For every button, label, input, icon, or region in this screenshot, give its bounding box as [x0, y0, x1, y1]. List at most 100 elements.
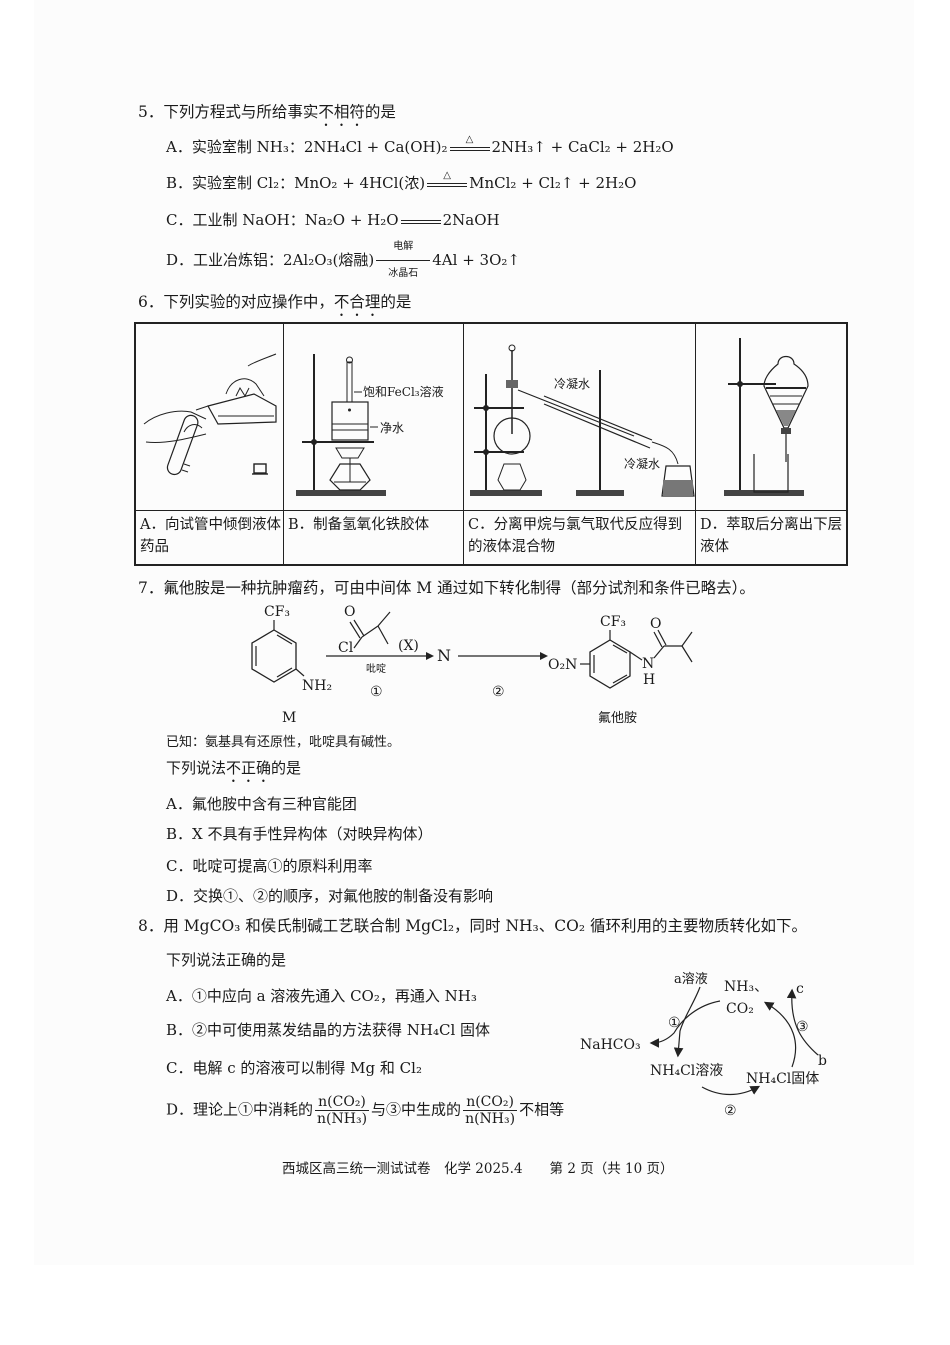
q8-option-a: A．①中应向 a 溶液先通入 CO₂，再通入 NH₃	[166, 987, 477, 1005]
ferric-hydroxide-colloid-apparatus: 饱和FeCl₃溶液 净水	[284, 324, 463, 511]
equals-sign	[449, 147, 490, 151]
product-cf3-label: CF₃	[600, 614, 626, 630]
step2-label: ②	[492, 684, 505, 700]
label-a-solution: a溶液	[674, 972, 708, 987]
q5-stem-tail: 的是	[364, 103, 396, 121]
heat-condition: △	[449, 134, 490, 158]
option-label: D．	[166, 251, 194, 269]
q5-stem-emphasis: 不相符	[318, 103, 365, 121]
equals-sign	[400, 220, 441, 224]
equation-rhs: MnCl₂ + Cl₂↑ + 2H₂O	[469, 174, 637, 192]
q8-option-c: C．电解 c 的溶液可以制得 Mg 和 Cl₂	[166, 1059, 422, 1077]
intermediate-n-label: N	[437, 646, 451, 665]
equation-lhs: 2NH₄Cl + Ca(OH)₂	[303, 138, 448, 156]
q7-ask-text: 下列说法	[166, 759, 227, 777]
q6-experiment-table: A．向试管中倾倒液体药品 饱和FeCl₃溶液	[134, 322, 848, 566]
q6-stem-emphasis: 不合理	[333, 293, 381, 311]
q7-stem: 7．氟他胺是一种抗肿瘤药，可由中间体 M 通过如下转化制得（部分试剂和条件已略去…	[138, 579, 755, 597]
page-footer: 西城区高三统一测试试卷 化学 2025.4 第 2 页（共 10 页）	[282, 1161, 674, 1177]
product-no2-label: O₂N	[548, 657, 577, 673]
q8-option-b: B．②中可使用蒸发结晶的方法获得 NH₄Cl 固体	[166, 1021, 491, 1039]
exam-page	[34, 0, 914, 1265]
equals-condition	[400, 211, 441, 231]
equation-lhs: 2Al₂O₃(熔融)	[283, 251, 375, 269]
reagent-x-label: (X)	[398, 638, 419, 654]
q8-d-mid-text: 与③中生成的	[371, 1100, 462, 1119]
q7-ask-emphasis: 不正确	[226, 759, 272, 777]
label-nh4cl-solid: NH₄Cl固体	[746, 1071, 819, 1087]
ammonia-soda-cycle-diagram: a溶液 NH₃、 CO₂ c b NaHCO₃ NH₄Cl溶液 NH₄Cl固体 …	[580, 972, 827, 1119]
option-fact: 工业制 NaOH：	[192, 211, 305, 229]
condition-top: 电解	[393, 241, 414, 252]
flutamide-synthesis-scheme: CF₃ NH₂ M O Cl (X) 吡啶 ① N ②	[251, 604, 693, 726]
arrowhead-icon	[540, 652, 548, 660]
option-fact: 实验室制 Cl₂：	[192, 174, 295, 192]
ratio-fraction-1: n(CO₂)n(NH₃)	[315, 1094, 370, 1127]
m-cf3-label: CF₃	[264, 604, 290, 620]
flutamide-structure: CF₃ O₂N N H O 氟他胺	[548, 614, 693, 726]
q6-cell-a: A．向试管中倾倒液体药品	[136, 324, 284, 564]
label-cooling-water-out: 冷凝水	[554, 376, 590, 391]
pyridine-label: 吡啶	[366, 662, 386, 675]
q7-ask: 下列说法不正确的是	[166, 758, 301, 786]
q6-stem: 6．下列实验的对应操作中，不合理的是	[138, 292, 411, 320]
option-label: C．	[166, 211, 193, 229]
q6-stem-tail: 的是	[380, 293, 412, 311]
m-nh2-label: NH₂	[302, 678, 332, 694]
flutamide-label: 氟他胺	[598, 711, 637, 726]
arrow-step2	[701, 1085, 761, 1096]
reagent-chlorine-label: Cl	[338, 640, 354, 656]
heat-condition: △	[427, 170, 468, 194]
m-label: M	[282, 710, 296, 726]
equation-rhs: 2NH₃↑ + CaCl₂ + 2H₂O	[491, 138, 674, 156]
arrow-to-gases	[763, 1001, 797, 1068]
option-label: A．	[166, 138, 192, 156]
q7-ask-tail: 的是	[271, 759, 302, 777]
equals-sign	[427, 183, 468, 187]
q7-reaction-scheme: CF₃ NH₂ M O Cl (X) 吡啶 ① N ②	[230, 600, 710, 730]
equation-rhs: 2NaOH	[442, 211, 500, 229]
q5-stem-text: 5．下列方程式与所给事实	[138, 103, 319, 121]
label-nahco3: NaHCO₃	[580, 1037, 641, 1053]
arrowhead-icon	[426, 652, 434, 660]
fraction-denominator: n(NH₃)	[317, 1111, 368, 1127]
condition-bottom: 冰晶石	[388, 268, 419, 279]
q5-option-a: A．实验室制 NH₃：2NH₄Cl + Ca(OH)₂△2NH₃↑ + CaCl…	[166, 134, 674, 158]
q5-option-b: B．实验室制 Cl₂：MnO₂ + 4HCl(浓)△MnCl₂ + Cl₂↑ +…	[166, 170, 637, 194]
product-amide-h-label: H	[643, 672, 655, 688]
label-b: b	[818, 1053, 827, 1069]
label-nh4cl-solution: NH₄Cl溶液	[650, 1063, 723, 1079]
q6-caption-a: A．向试管中倾倒液体药品	[140, 517, 281, 555]
q7-option-d: D．交换①、②的顺序，对氟他胺的制备没有影响	[166, 887, 494, 905]
fraction-numerator: n(CO₂)	[463, 1094, 518, 1111]
label-co2: CO₂	[726, 1001, 754, 1017]
option-fact: 工业冶炼铝：	[193, 251, 284, 269]
q8-stem: 8．用 MgCO₃ 和侯氏制碱工艺联合制 MgCl₂，同时 NH₃、CO₂ 循环…	[138, 917, 807, 935]
q8-ask: 下列说法正确的是	[166, 951, 287, 969]
label-saturated-fecl3: 饱和FeCl₃溶液	[363, 384, 444, 399]
label-cooling-water-in: 冷凝水	[624, 456, 660, 471]
condition-top: △	[465, 134, 474, 145]
q6-stem-text: 6．下列实验的对应操作中，	[138, 293, 334, 311]
q6-caption-d: D．萃取后分离出下层液体	[700, 517, 843, 555]
step2-label: ②	[724, 1103, 737, 1119]
fraction-numerator: n(CO₂)	[315, 1094, 370, 1111]
pouring-liquid-illustration	[136, 324, 283, 511]
equation-lhs: MnO₂ + 4HCl(浓)	[294, 174, 426, 192]
q7-option-c: C．吡啶可提高①的原料利用率	[166, 857, 373, 875]
fraction-denominator: n(NH₃)	[465, 1111, 516, 1127]
electrolysis-condition: 电解冰晶石	[376, 241, 431, 279]
q7-option-a: A．氟他胺中含有三种官能团	[166, 795, 357, 813]
product-carbonyl-o-label: O	[650, 616, 661, 632]
q6-cell-c: 冷凝水 冷凝水 C．分离甲烷与氯气取代反应得到的液体混合物	[464, 324, 696, 564]
separatory-funnel-icon	[724, 338, 809, 496]
step3-label: ③	[796, 1019, 809, 1035]
q6-caption-c: C．分离甲烷与氯气取代反应得到的液体混合物	[468, 517, 683, 555]
q8-cycle-diagram: a溶液 NH₃、 CO₂ c b NaHCO₃ NH₄Cl溶液 NH₄Cl固体 …	[570, 955, 850, 1125]
product-amide-n-label: N	[642, 656, 654, 672]
step1-label: ①	[370, 684, 383, 700]
q6-caption-b: B．制备氢氧化铁胶体	[288, 517, 430, 533]
